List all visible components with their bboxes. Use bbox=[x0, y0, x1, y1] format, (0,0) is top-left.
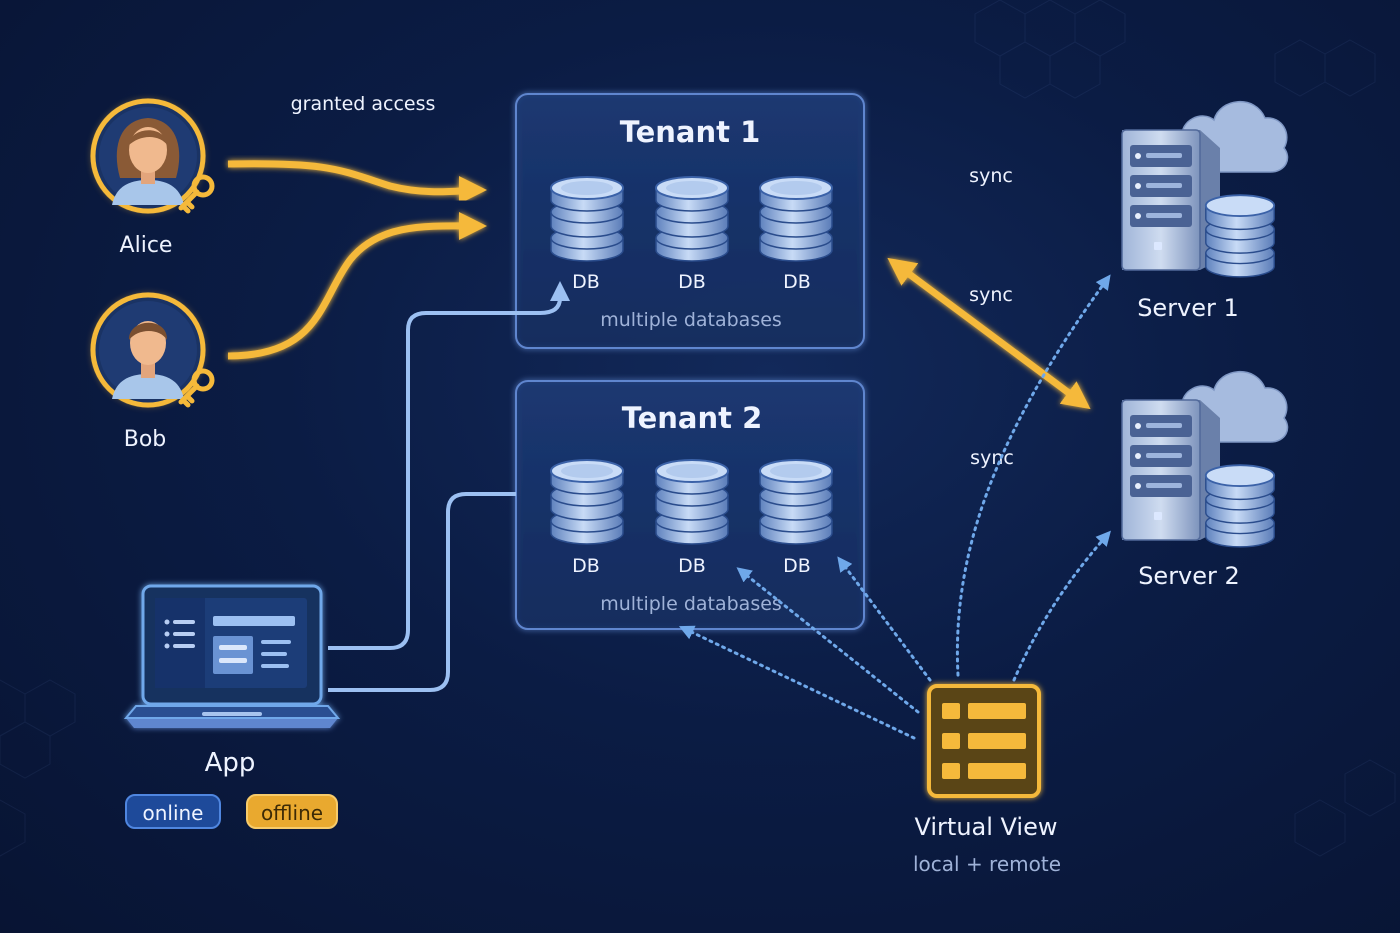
tenant-1-database-icon-1[interactable] bbox=[550, 176, 624, 262]
server-2-label: Server 2 bbox=[1138, 562, 1240, 590]
tenant-1-db-label-2: DB bbox=[678, 271, 706, 293]
sync-label-2: sync bbox=[969, 284, 1013, 306]
offline-badge-label: offline bbox=[261, 801, 323, 825]
tenant-1-database-icon-3[interactable] bbox=[759, 176, 833, 262]
tenant-2-database-icon-2[interactable] bbox=[655, 459, 729, 545]
virtual-view-to-tenant-2-line bbox=[678, 625, 916, 740]
app-to-tenant-2-line bbox=[328, 492, 516, 692]
laptop-icon[interactable] bbox=[123, 584, 341, 728]
tenant-1-database-icon-2[interactable] bbox=[655, 176, 729, 262]
sync-label-3: sync bbox=[970, 447, 1014, 469]
tenant-1-caption: multiple databases bbox=[600, 309, 782, 331]
tenant-2-caption: multiple databases bbox=[600, 593, 782, 615]
virtual-view-to-tenant-2-db-2-line bbox=[736, 567, 920, 714]
bob-label: Bob bbox=[124, 427, 167, 452]
server-2-icon[interactable] bbox=[1121, 370, 1289, 548]
tenant-2-db-label-3: DB bbox=[783, 555, 811, 577]
server-1-label: Server 1 bbox=[1137, 294, 1239, 322]
virtual-view-subtitle: local + remote bbox=[913, 852, 1061, 876]
bob-access-arrow bbox=[227, 211, 487, 360]
online-badge-label: online bbox=[142, 801, 203, 825]
tenant-1-title: Tenant 1 bbox=[620, 115, 761, 149]
app-to-tenant-1-line bbox=[328, 281, 570, 650]
virtual-view-icon[interactable] bbox=[927, 684, 1041, 798]
virtual-view-title: Virtual View bbox=[914, 813, 1057, 841]
tenant-2-db-label-1: DB bbox=[572, 555, 600, 577]
alice-label: Alice bbox=[120, 233, 173, 258]
offline-badge[interactable]: offline bbox=[246, 794, 338, 829]
bob-avatar[interactable] bbox=[90, 292, 206, 408]
app-label: App bbox=[205, 748, 256, 778]
tenant-1-db-label-1: DB bbox=[572, 271, 600, 293]
granted-access-label: granted access bbox=[291, 93, 436, 115]
tenant-2-database-icon-1[interactable] bbox=[550, 459, 624, 545]
virtual-view-to-server-2-line bbox=[1012, 530, 1111, 682]
sync-label-1: sync bbox=[969, 165, 1013, 187]
tenant-2-title: Tenant 2 bbox=[622, 401, 763, 435]
virtual-view-to-tenant-2-db-3-line bbox=[837, 556, 932, 682]
tenant-1-db-label-3: DB bbox=[783, 271, 811, 293]
tenant-2-db-label-2: DB bbox=[678, 555, 706, 577]
server-1-icon[interactable] bbox=[1121, 100, 1289, 278]
alice-avatar[interactable] bbox=[90, 98, 206, 214]
online-badge[interactable]: online bbox=[125, 794, 221, 829]
virtual-view-to-server-1-line bbox=[955, 274, 1111, 677]
sync-arrow-tenant1-server2 bbox=[887, 257, 1091, 410]
tenant-2-database-icon-3[interactable] bbox=[759, 459, 833, 545]
hex-pattern bbox=[0, 0, 1395, 856]
alice-access-arrow bbox=[227, 160, 487, 205]
